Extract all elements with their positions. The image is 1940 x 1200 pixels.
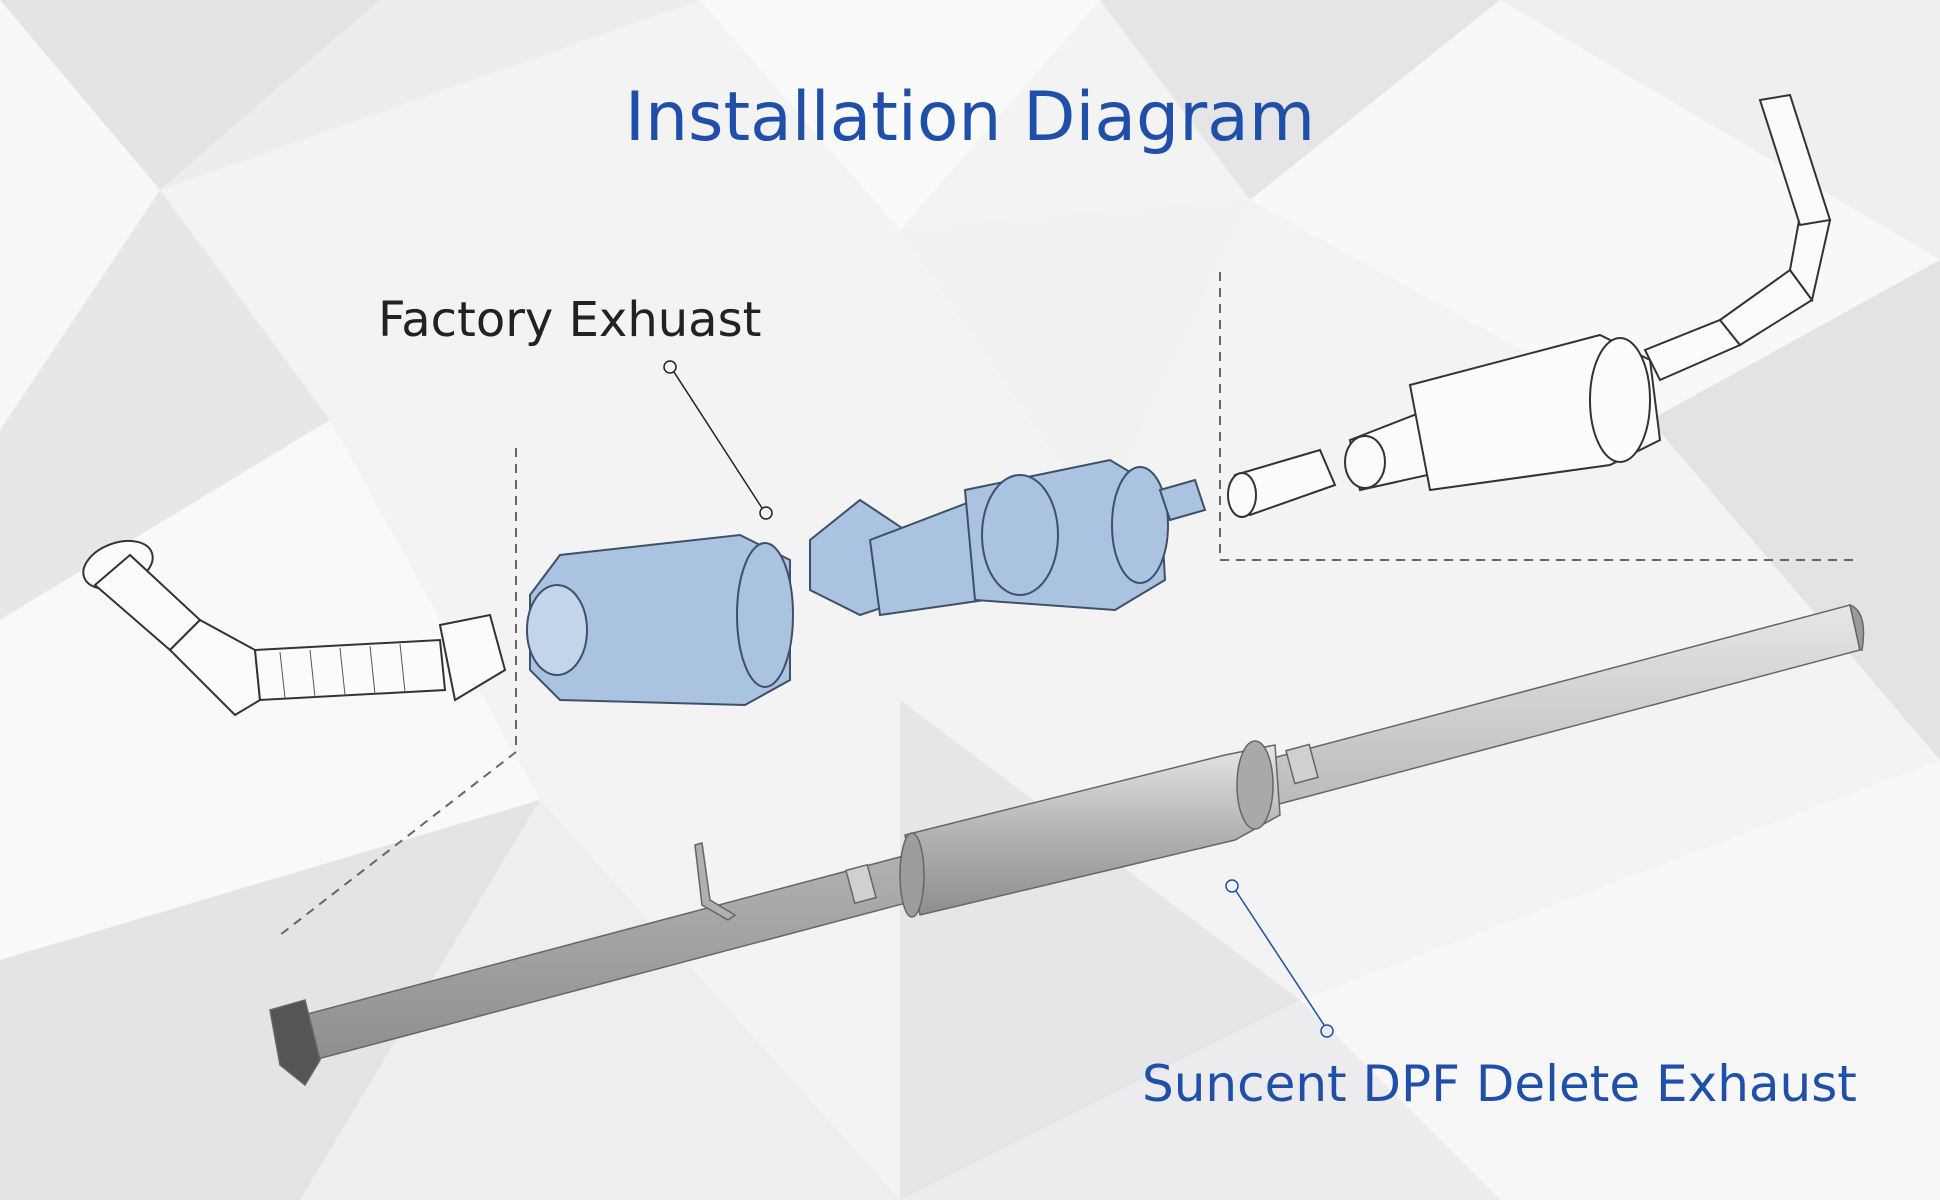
page-title: Installation Diagram [624,78,1316,157]
front-downpipe [82,539,507,717]
dpf-delete-label: Suncent DPF Delete Exhaust [1142,1055,1857,1113]
leader-lines-blue [1225,879,1334,1038]
leader-lines [663,360,773,520]
factory-dpf-doc-assembly [526,458,1207,707]
dpf-delete-pipe [269,603,1865,1087]
rear-factory-pipes [1227,93,1832,518]
factory-exhaust-label: Factory Exhuast [378,292,762,348]
dashed-guide-lines [279,272,1860,936]
